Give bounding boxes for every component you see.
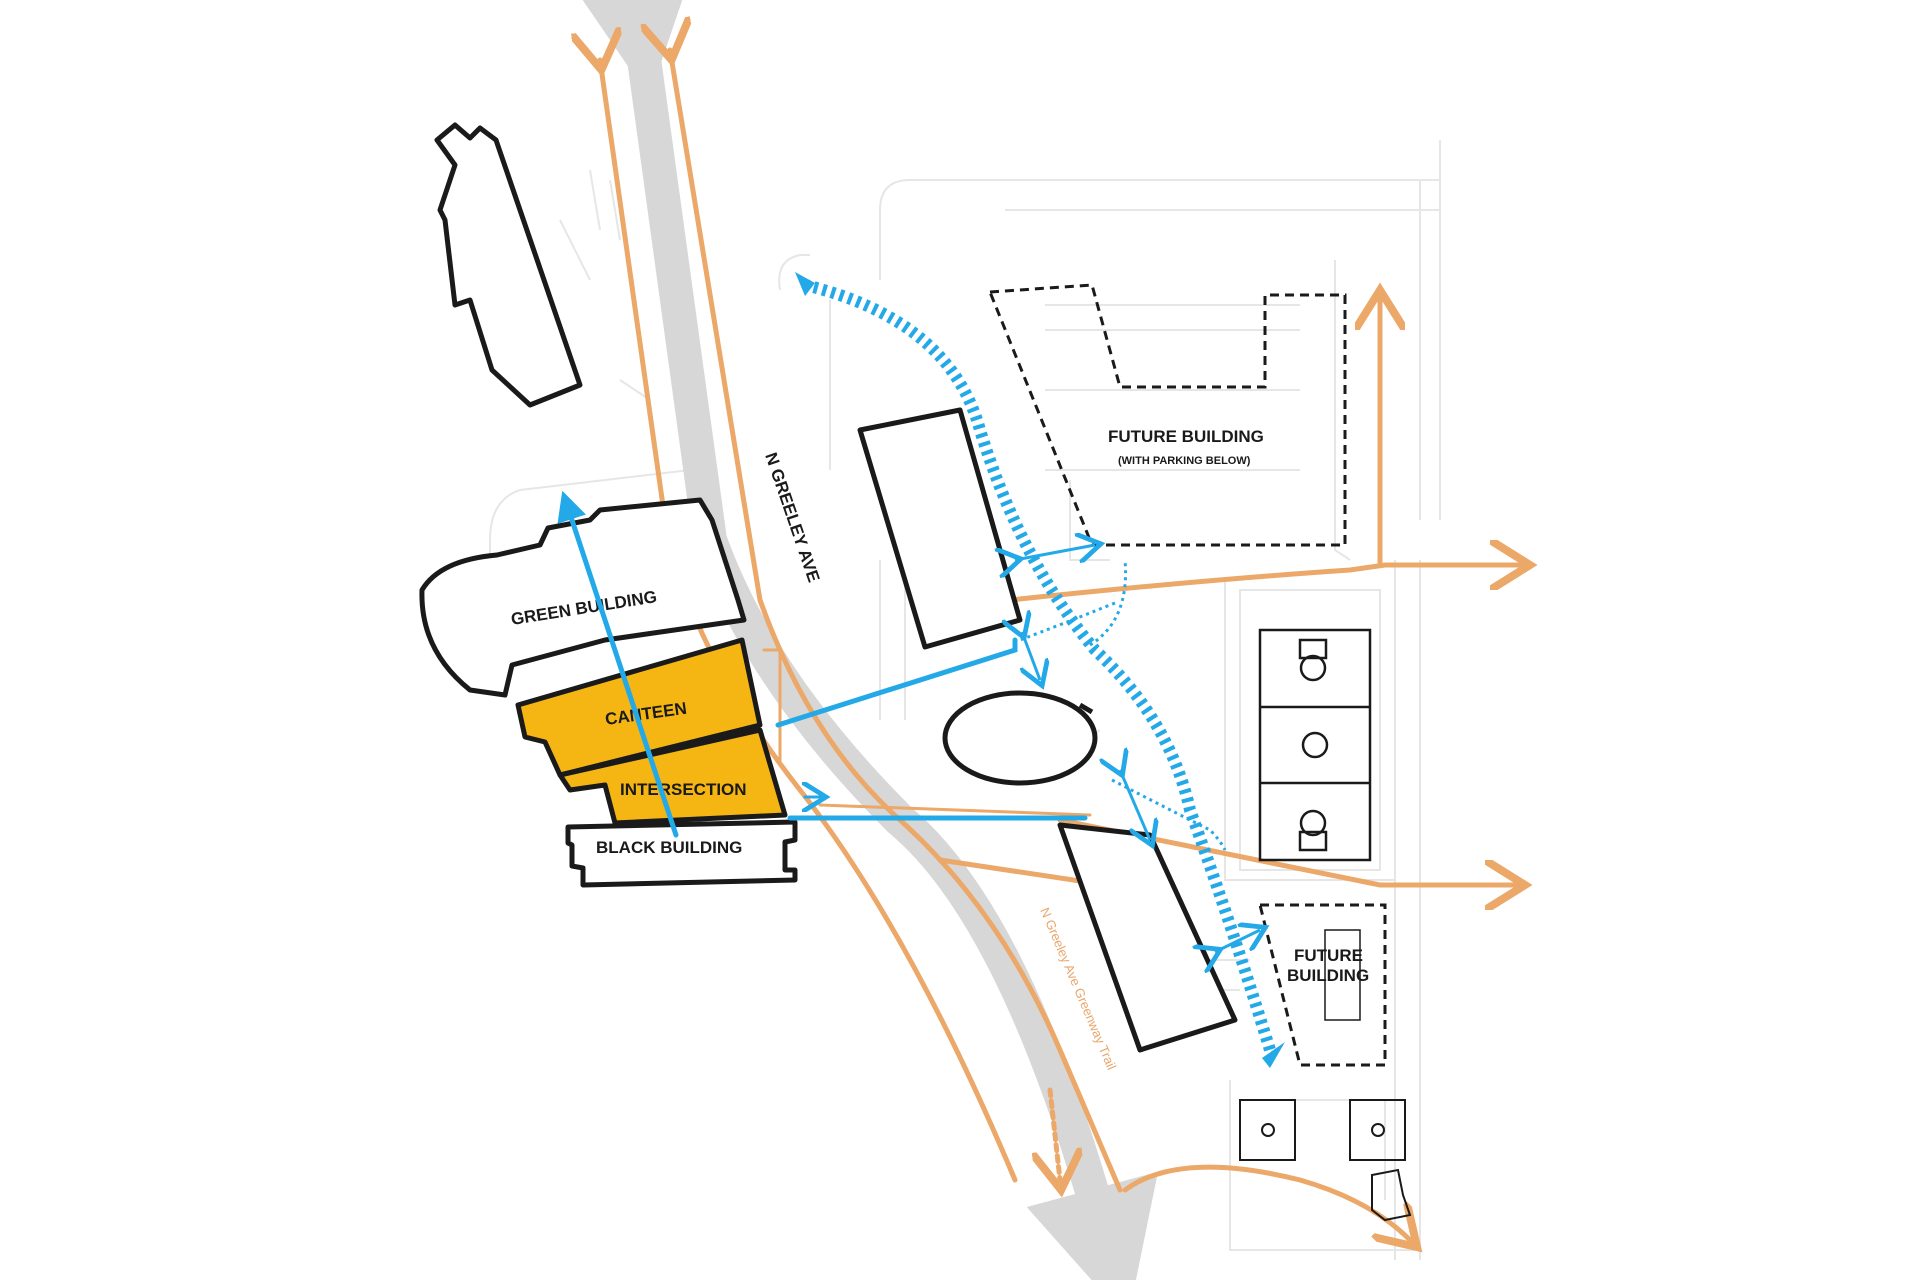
building-north[interactable] xyxy=(857,407,1023,650)
road-label: N GREELEY AVE xyxy=(761,450,823,585)
oval-building[interactable] xyxy=(942,690,1098,786)
future-building-small-label-2: BUILDING xyxy=(1287,966,1369,985)
n-greeley-ave-road: N GREELEY AVE xyxy=(563,0,1159,1280)
intersection-label: INTERSECTION xyxy=(620,780,747,799)
black-building[interactable]: BLACK BUILDING xyxy=(565,819,798,888)
sports-fields xyxy=(1239,628,1412,1222)
circulation-dashed xyxy=(795,272,1285,1068)
future-building-large-label: FUTURE BUILDING xyxy=(1108,427,1264,446)
future-building-small-label-1: FUTURE xyxy=(1294,946,1363,965)
context-building-outline xyxy=(434,122,583,408)
future-building-large[interactable]: FUTURE BUILDING (WITH PARKING BELOW) xyxy=(987,283,1347,547)
green-building[interactable]: GREEN BUILDING xyxy=(419,497,747,698)
circulation-connectors xyxy=(1015,545,1260,952)
future-building-large-note: (WITH PARKING BELOW) xyxy=(1118,455,1251,467)
intersection-building[interactable]: INTERSECTION xyxy=(557,727,788,826)
black-building-label: BLACK BUILDING xyxy=(596,838,742,857)
future-building-small[interactable]: FUTURE BUILDING xyxy=(1258,903,1387,1067)
